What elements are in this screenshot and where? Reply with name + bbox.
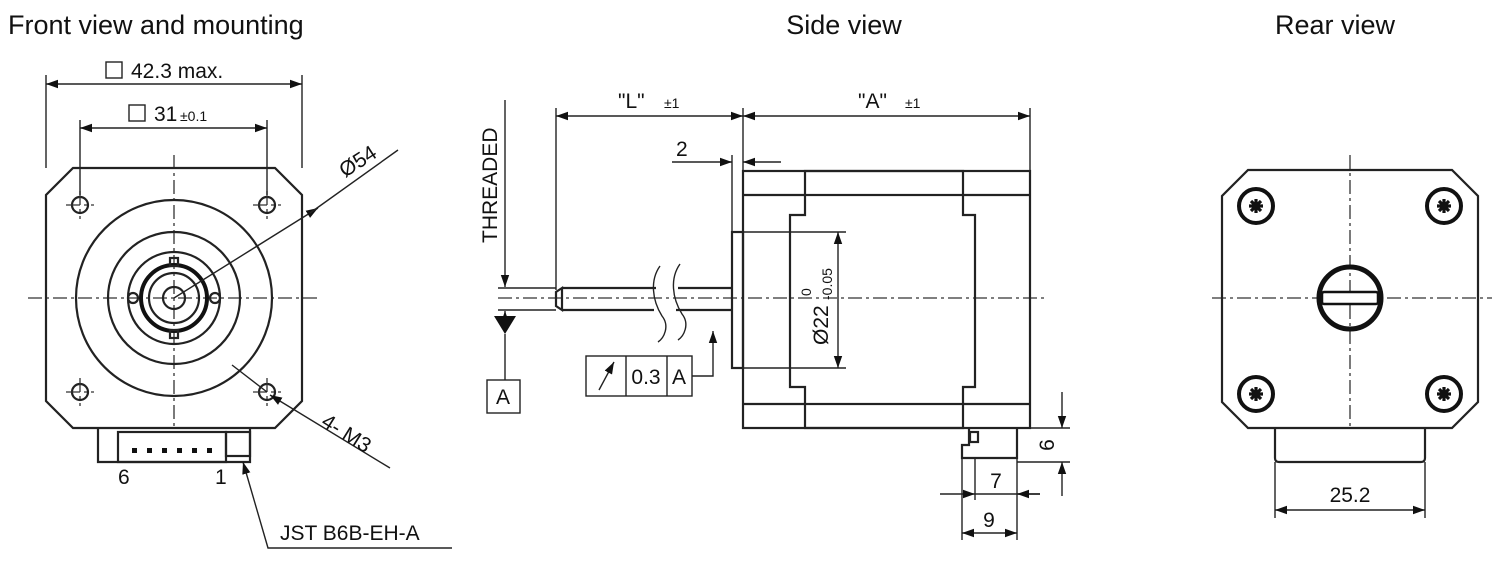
leader-connector [242,461,452,549]
runout-datum: A [672,366,686,389]
front-view-title: Front view and mounting [8,10,304,40]
runout-frame: 0.3 A [585,355,693,397]
mount-hole-top-right [253,191,281,219]
connector-type: JST B6B-EH-A [280,522,420,545]
datum-box [486,379,521,414]
flange-circle [74,198,274,398]
side-connector [960,428,1019,460]
dim-boss-height: 2 [676,138,688,161]
side-boss [730,230,745,370]
dim-conn-depth-inner: 7 [990,470,1002,493]
shaft-circle [161,285,187,311]
rear-shaft-slot [1316,264,1384,332]
pin-label-6: 6 [118,466,130,489]
leader-mount-holes [269,394,391,469]
bearing-inner [147,271,201,325]
dim-shaft-length: "L" [618,90,645,113]
dim-boss-tol-lower: -0.05 [819,268,835,300]
rear-view: 25.2 [1212,155,1492,518]
runout-value: 0.3 [631,366,660,389]
mount-hole-bottom-left [66,378,94,406]
side-shaft [554,263,732,343]
rear-body-outline [1220,168,1480,430]
front-connector [96,428,252,464]
rear-view-title: Rear view [1275,10,1396,40]
front-body-outline [44,166,304,430]
leader-flange-diameter [173,207,319,299]
screw-bottom-left [1237,375,1275,413]
side-view-title: Side view [786,10,902,40]
pin-label-1: 1 [215,466,227,489]
dim-body-width: 42.3 max. [131,60,223,83]
dim-body-length-tol: ±1 [905,95,921,111]
datum-triangle [494,316,516,334]
dim-hole-pitch: 31 [154,103,177,126]
screw-top-left [1237,187,1275,225]
runout-icon [598,361,615,391]
dim-hole-pitch-tol: ±0.1 [180,108,207,124]
mount-hole-top-left [66,191,94,219]
dim-connector-width: 25.2 [1330,484,1371,507]
rear-connector [1273,428,1427,464]
pilot-circle [106,230,242,366]
dim-conn-height: 6 [1036,439,1059,451]
threaded-label: THREADED [479,127,502,243]
dim-mount-holes: 4- M3 [317,410,375,458]
runout-leader [692,331,718,377]
dim-body-length: "A" [858,90,887,113]
dim-boss-diameter: Ø22 [810,305,833,345]
screw-bottom-right [1425,375,1463,413]
side-motor-body [741,169,1032,430]
dim-flange-diameter: Ø54 [335,141,381,182]
dim-shaft-length-tol: ±1 [664,95,680,111]
datum-label: A [496,386,510,409]
front-view: 42.3 max. 31 ±0.1 Ø54 4- M3 6 1 [28,60,452,549]
screw-top-right [1425,187,1463,225]
dim-boss-tol-upper: 0 [798,288,814,296]
dim-conn-depth-outer: 9 [983,509,995,532]
side-view: "L" ±1 "A" ±1 2 THREADED A 0.3 A [479,90,1070,540]
